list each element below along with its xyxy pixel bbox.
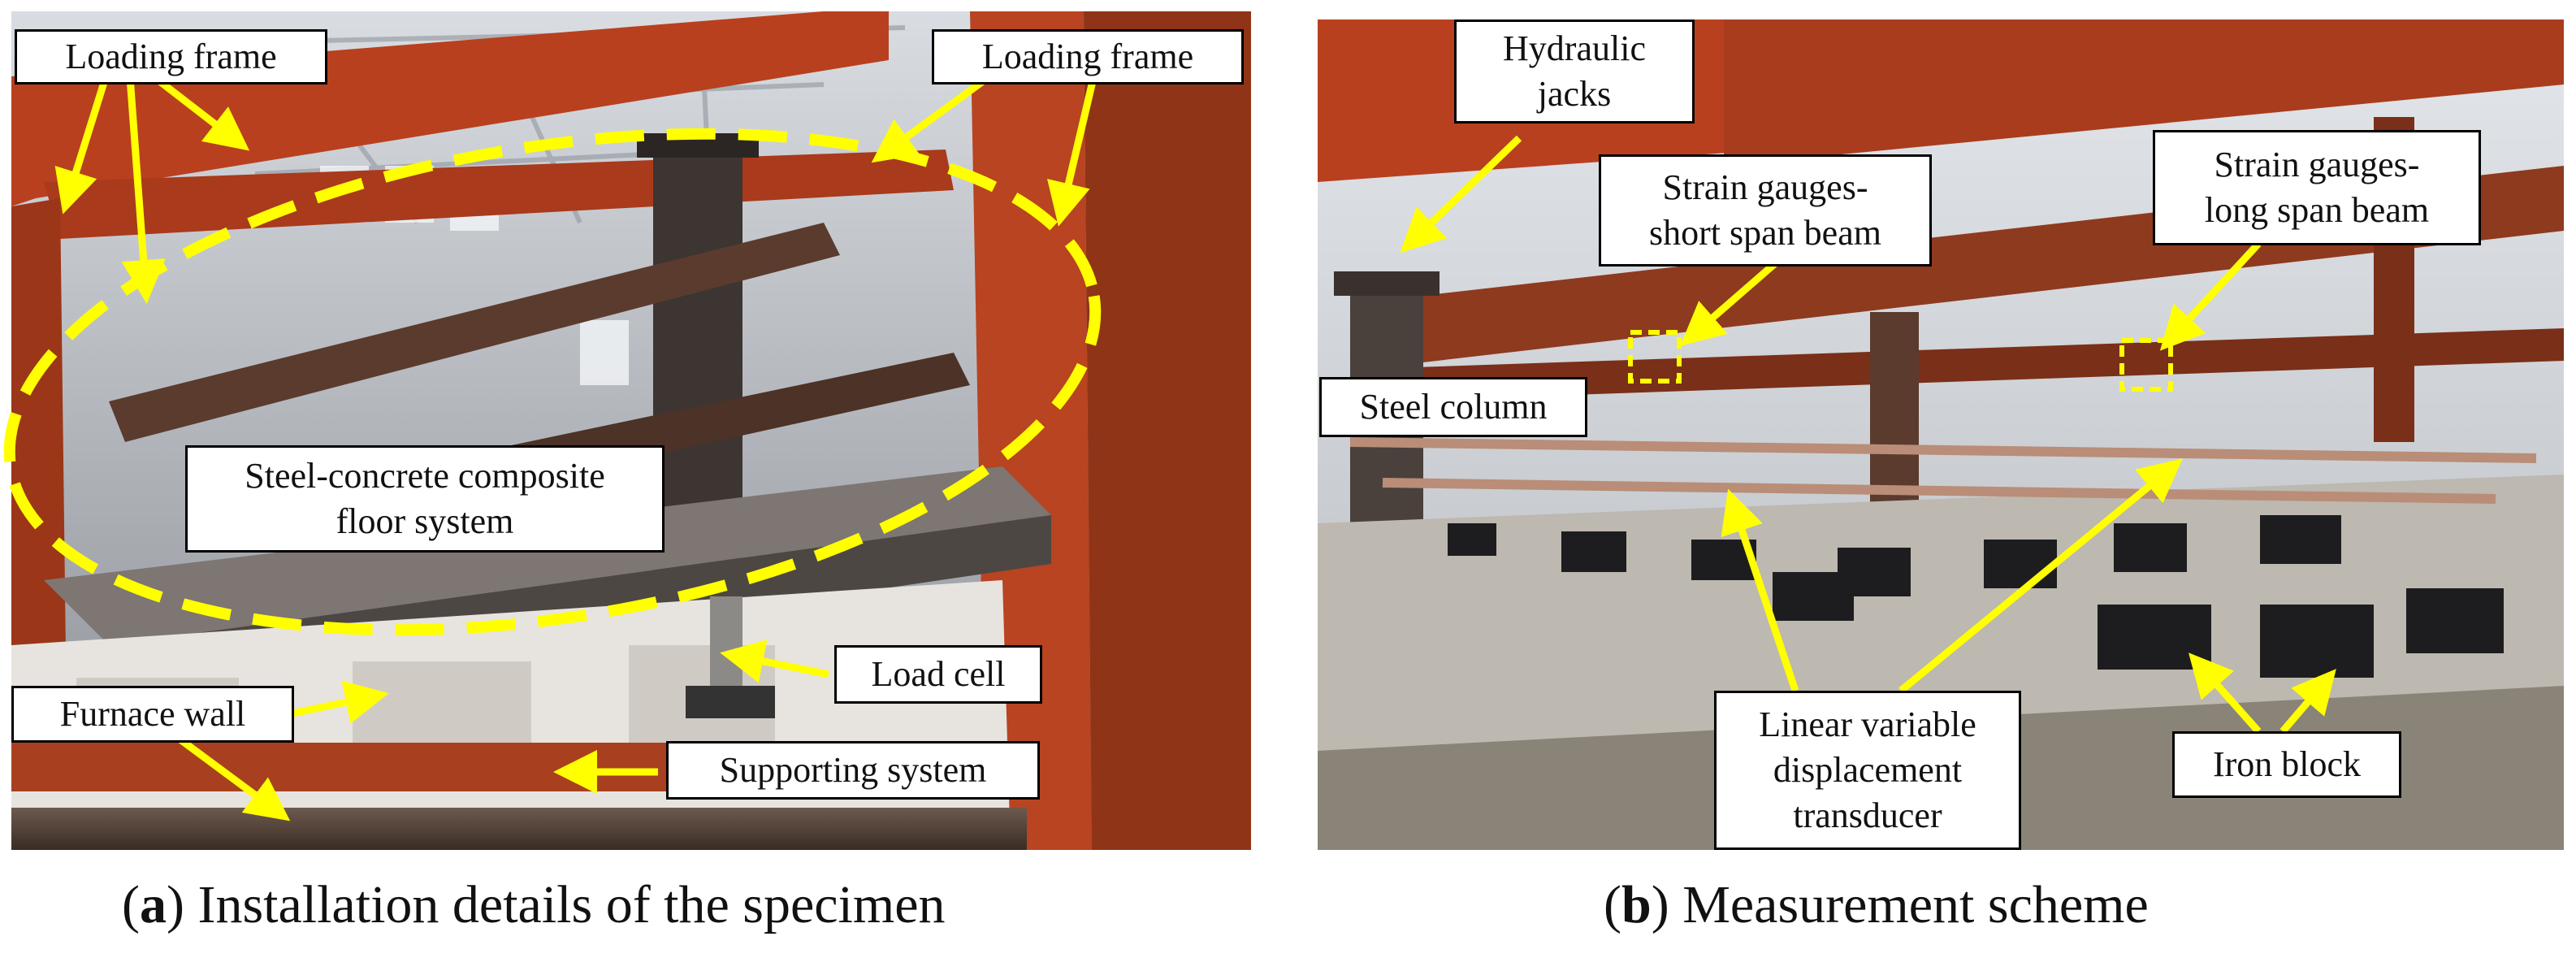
caption-b-letter: b [1621,875,1652,934]
caption-a-text: Installation details of the specimen [197,875,946,934]
label-strain-gauges-short-span: Strain gauges- short span beam [1599,154,1932,267]
label-steel-column: Steel column [1319,377,1587,437]
label-load-cell: Load cell [834,645,1042,704]
caption-panel-b: (b) Measurement scheme [1604,875,2149,934]
label-strain-gauges-long-span: Strain gauges- long span beam [2153,130,2481,245]
label-hydraulic-jacks: Hydraulic jacks [1454,20,1695,124]
label-linear-variable-displacement-transducer: Linear variable displacement transducer [1714,691,2021,850]
label-loading-frame-right: Loading frame [932,29,1244,85]
label-composite-floor-system: Steel-concrete composite floor system [185,445,665,553]
label-loading-frame-left: Loading frame [15,29,327,85]
caption-panel-a: (a) Installation details of the specimen [122,875,946,934]
label-iron-block: Iron block [2172,731,2401,798]
label-supporting-system: Supporting system [666,741,1040,800]
label-furnace-wall: Furnace wall [11,686,294,743]
caption-b-text: Measurement scheme [1682,875,2149,934]
caption-a-letter: a [139,875,167,934]
